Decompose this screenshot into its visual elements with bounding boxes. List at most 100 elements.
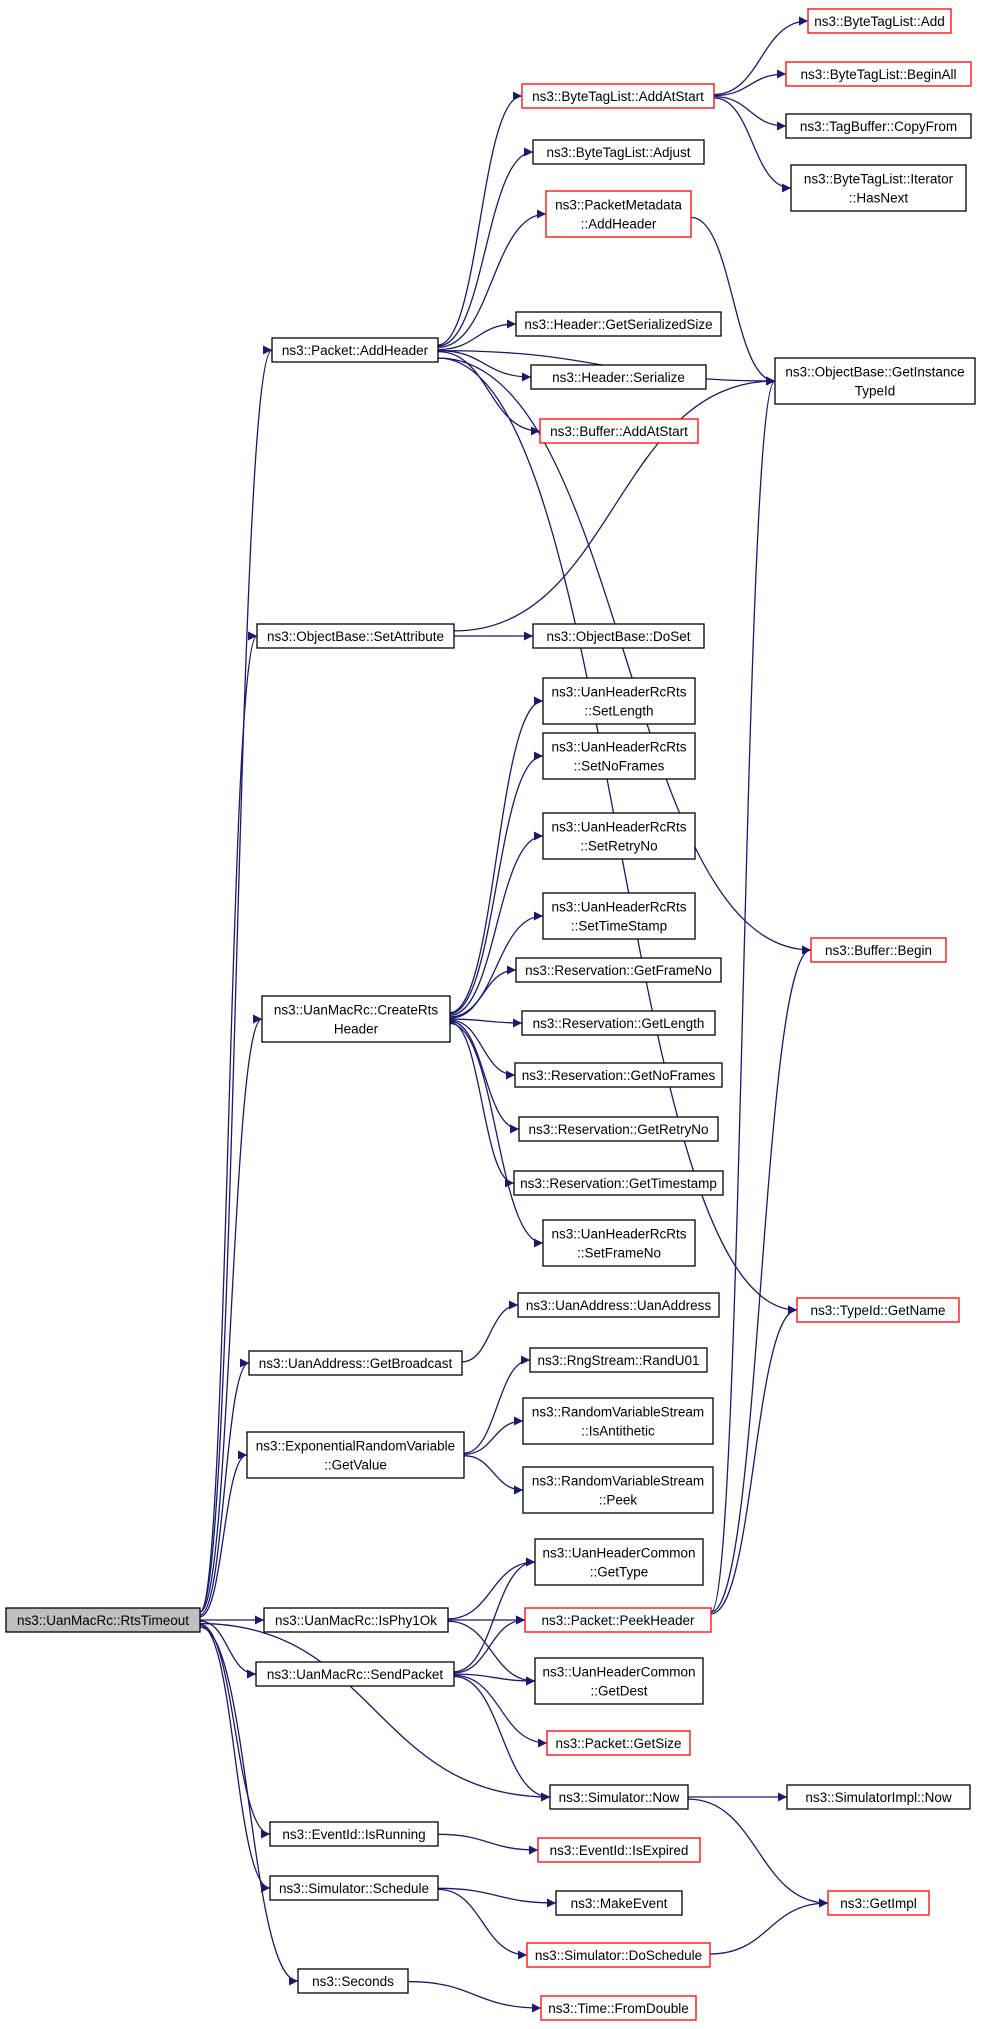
node-box[interactable] bbox=[542, 677, 696, 725]
node-box[interactable] bbox=[529, 1347, 708, 1373]
node-box[interactable] bbox=[515, 957, 722, 983]
node-uhc-gettype[interactable]: ns3::UanHeaderCommon::GetType bbox=[534, 1538, 704, 1586]
node-uanmacrc-sendpacket[interactable]: ns3::UanMacRc::SendPacket bbox=[255, 1661, 455, 1687]
node-box[interactable] bbox=[515, 311, 722, 337]
node-box[interactable] bbox=[534, 1538, 704, 1586]
node-uhc-getdest[interactable]: ns3::UanHeaderCommon::GetDest bbox=[534, 1657, 704, 1705]
node-res-getframeno[interactable]: ns3::Reservation::GetFrameNo bbox=[515, 957, 722, 983]
node-res-getlength[interactable]: ns3::Reservation::GetLength bbox=[521, 1010, 716, 1036]
node-objbase-setattr[interactable]: ns3::ObjectBase::SetAttribute bbox=[256, 623, 455, 649]
node-box[interactable] bbox=[5, 1607, 201, 1633]
node-box[interactable] bbox=[539, 418, 699, 444]
node-box[interactable] bbox=[256, 623, 455, 649]
node-seconds[interactable]: ns3::Seconds bbox=[297, 1968, 409, 1994]
node-box[interactable] bbox=[297, 1968, 409, 1994]
node-uanaddr-uanaddr[interactable]: ns3::UanAddress::UanAddress bbox=[517, 1292, 720, 1318]
node-box[interactable] bbox=[786, 1784, 971, 1810]
node-simimpl-now[interactable]: ns3::SimulatorImpl::Now bbox=[786, 1784, 971, 1810]
node-box[interactable] bbox=[534, 1657, 704, 1705]
node-packet-peekheader[interactable]: ns3::Packet::PeekHeader bbox=[524, 1607, 712, 1633]
node-box[interactable] bbox=[522, 1466, 714, 1514]
node-btl-add[interactable]: ns3::ByteTagList::Add bbox=[807, 8, 952, 34]
node-h-settimestamp[interactable]: ns3::UanHeaderRcRts::SetTimeStamp bbox=[542, 892, 696, 940]
node-time-fromdouble[interactable]: ns3::Time::FromDouble bbox=[540, 1995, 697, 2021]
node-btl-adjust[interactable]: ns3::ByteTagList::Adjust bbox=[532, 139, 705, 165]
node-box[interactable] bbox=[785, 61, 972, 87]
node-eventid-isexpired[interactable]: ns3::EventId::IsExpired bbox=[537, 1837, 701, 1863]
node-box[interactable] bbox=[246, 1431, 465, 1479]
node-box[interactable] bbox=[537, 1837, 701, 1863]
node-header-getsersize[interactable]: ns3::Header::GetSerializedSize bbox=[515, 311, 722, 337]
node-res-gettimestamp[interactable]: ns3::Reservation::GetTimestamp bbox=[513, 1170, 724, 1196]
node-box[interactable] bbox=[530, 364, 707, 390]
node-box[interactable] bbox=[790, 164, 967, 212]
node-box[interactable] bbox=[796, 1297, 960, 1323]
node-sim-now[interactable]: ns3::Simulator::Now bbox=[549, 1784, 689, 1810]
node-sim-schedule[interactable]: ns3::Simulator::Schedule bbox=[269, 1875, 439, 1901]
node-box[interactable] bbox=[269, 1821, 439, 1847]
node-btl-beginall[interactable]: ns3::ByteTagList::BeginAll bbox=[785, 61, 972, 87]
node-h-setframeno[interactable]: ns3::UanHeaderRcRts::SetFrameNo bbox=[542, 1219, 696, 1267]
node-exprv-getvalue[interactable]: ns3::ExponentialRandomVariable::GetValue bbox=[246, 1431, 465, 1479]
node-packet-getsize[interactable]: ns3::Packet::GetSize bbox=[546, 1730, 691, 1756]
node-packet-addheader[interactable]: ns3::Packet::AddHeader bbox=[271, 337, 439, 363]
node-box[interactable] bbox=[540, 1995, 697, 2021]
node-res-getnoframes[interactable]: ns3::Reservation::GetNoFrames bbox=[514, 1062, 723, 1088]
node-box[interactable] bbox=[271, 337, 439, 363]
node-box[interactable] bbox=[827, 1890, 930, 1916]
node-sim-doschedule[interactable]: ns3::Simulator::DoSchedule bbox=[526, 1942, 711, 1968]
node-box[interactable] bbox=[513, 1170, 724, 1196]
node-box[interactable] bbox=[542, 892, 696, 940]
node-box[interactable] bbox=[269, 1875, 439, 1901]
node-box[interactable] bbox=[532, 623, 705, 649]
node-rng-randu01[interactable]: ns3::RngStream::RandU01 bbox=[529, 1347, 708, 1373]
node-box[interactable] bbox=[514, 1062, 723, 1088]
node-objbase-doset[interactable]: ns3::ObjectBase::DoSet bbox=[532, 623, 705, 649]
node-getimpl[interactable]: ns3::GetImpl bbox=[827, 1890, 930, 1916]
node-box[interactable] bbox=[263, 1607, 449, 1633]
node-root[interactable]: ns3::UanMacRc::RtsTimeout bbox=[5, 1607, 201, 1633]
node-btl-iter-hasnext[interactable]: ns3::ByteTagList::Iterator::HasNext bbox=[790, 164, 967, 212]
node-box[interactable] bbox=[521, 83, 715, 109]
node-box[interactable] bbox=[545, 190, 692, 238]
node-box[interactable] bbox=[555, 1890, 683, 1916]
node-box[interactable] bbox=[810, 937, 947, 963]
node-buffer-addatstart[interactable]: ns3::Buffer::AddAtStart bbox=[539, 418, 699, 444]
node-box[interactable] bbox=[542, 812, 696, 860]
node-header-serialize[interactable]: ns3::Header::Serialize bbox=[530, 364, 707, 390]
node-box[interactable] bbox=[522, 1397, 714, 1445]
node-uanaddr-getbroadcast[interactable]: ns3::UanAddress::GetBroadcast bbox=[248, 1350, 463, 1376]
node-typeid-getname[interactable]: ns3::TypeId::GetName bbox=[796, 1297, 960, 1323]
node-h-setlength[interactable]: ns3::UanHeaderRcRts::SetLength bbox=[542, 677, 696, 725]
node-box[interactable] bbox=[248, 1350, 463, 1376]
node-pmd-addheader[interactable]: ns3::PacketMetadata::AddHeader bbox=[545, 190, 692, 238]
node-box[interactable] bbox=[785, 113, 972, 139]
node-res-getretryno[interactable]: ns3::Reservation::GetRetryNo bbox=[518, 1116, 719, 1142]
node-buffer-begin[interactable]: ns3::Buffer::Begin bbox=[810, 937, 947, 963]
node-box[interactable] bbox=[524, 1607, 712, 1633]
node-box[interactable] bbox=[542, 1219, 696, 1267]
node-tagbuffer-copyfrom[interactable]: ns3::TagBuffer::CopyFrom bbox=[785, 113, 972, 139]
node-btl-addatstart[interactable]: ns3::ByteTagList::AddAtStart bbox=[521, 83, 715, 109]
node-box[interactable] bbox=[517, 1292, 720, 1318]
node-uanmacrc-isphy1ok[interactable]: ns3::UanMacRc::IsPhy1Ok bbox=[263, 1607, 449, 1633]
node-box[interactable] bbox=[774, 357, 976, 405]
node-box[interactable] bbox=[532, 139, 705, 165]
node-box[interactable] bbox=[526, 1942, 711, 1968]
node-h-setretryno[interactable]: ns3::UanHeaderRcRts::SetRetryNo bbox=[542, 812, 696, 860]
node-h-setnoframes[interactable]: ns3::UanHeaderRcRts::SetNoFrames bbox=[542, 732, 696, 780]
node-box[interactable] bbox=[518, 1116, 719, 1142]
node-box[interactable] bbox=[261, 995, 451, 1043]
node-rvs-peek[interactable]: ns3::RandomVariableStream::Peek bbox=[522, 1466, 714, 1514]
node-makeevent[interactable]: ns3::MakeEvent bbox=[555, 1890, 683, 1916]
node-eventid-isrunning[interactable]: ns3::EventId::IsRunning bbox=[269, 1821, 439, 1847]
node-box[interactable] bbox=[807, 8, 952, 34]
node-box[interactable] bbox=[542, 732, 696, 780]
node-box[interactable] bbox=[255, 1661, 455, 1687]
node-rvs-isantithetic[interactable]: ns3::RandomVariableStream::IsAntithetic bbox=[522, 1397, 714, 1445]
node-box[interactable] bbox=[549, 1784, 689, 1810]
node-box[interactable] bbox=[546, 1730, 691, 1756]
node-box[interactable] bbox=[521, 1010, 716, 1036]
